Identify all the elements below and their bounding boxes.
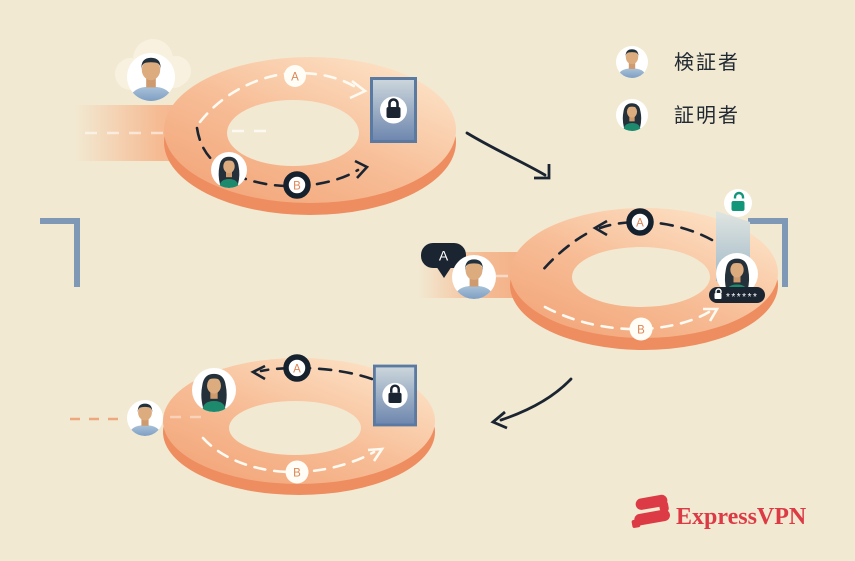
marker-a: A xyxy=(284,65,306,87)
flow-arrow-1 xyxy=(465,131,551,180)
prover-avatar xyxy=(192,368,236,412)
diagram-step1: A B xyxy=(75,39,456,215)
verifier-avatar xyxy=(616,46,648,78)
legend: 検証者 証明者 xyxy=(616,46,740,131)
legend-item-verifier: 検証者 xyxy=(616,46,740,78)
unlocked-icon xyxy=(731,191,745,211)
expressvpn-logo-icon xyxy=(631,494,670,528)
verifier-avatar xyxy=(127,53,175,101)
path-a-dashed xyxy=(198,71,368,124)
legend-label-prover: 証明者 xyxy=(674,104,740,127)
diagram-step2: B A A xyxy=(40,189,788,350)
legend-label-verifier: 検証者 xyxy=(674,51,740,74)
marker-b: B xyxy=(285,460,309,484)
expressvpn-logo-text: ExpressVPN xyxy=(676,504,807,530)
password-lock-icon xyxy=(714,288,722,299)
arrowhead-icon xyxy=(354,159,370,179)
path-b-dashed xyxy=(195,126,370,188)
marker-b: B xyxy=(283,171,311,199)
diagram-step3: B A xyxy=(70,354,435,495)
arrowhead-icon xyxy=(490,410,508,430)
prover-avatar xyxy=(616,99,648,131)
marker-b-letter: B xyxy=(293,468,301,480)
marker-a: A xyxy=(626,208,654,236)
locked-door-icon xyxy=(373,364,417,427)
speech-bubble-letter: A xyxy=(439,248,449,264)
flow-arrow-2 xyxy=(490,377,573,430)
marker-a: A xyxy=(283,354,311,382)
verifier-avatar xyxy=(452,255,496,299)
verifier-avatar xyxy=(127,400,163,436)
expressvpn-logo: ExpressVPN xyxy=(631,494,807,530)
arrowhead-icon xyxy=(367,447,385,462)
marker-b: B xyxy=(629,317,653,341)
marker-a-letter: A xyxy=(291,72,299,84)
prover-avatar xyxy=(211,152,247,188)
locked-door-icon xyxy=(370,77,417,143)
legend-item-prover: 証明者 xyxy=(616,99,740,131)
arrowhead-icon xyxy=(703,307,720,322)
marker-b-letter: B xyxy=(293,181,301,193)
marker-b-letter: B xyxy=(637,325,645,337)
arrowhead-icon xyxy=(592,219,608,237)
arrowhead-icon xyxy=(349,79,368,100)
marker-a-letter: A xyxy=(636,218,644,230)
password-mask: ****** xyxy=(726,292,758,303)
arrowhead-icon xyxy=(250,364,266,381)
marker-a-letter: A xyxy=(293,364,301,376)
arrowhead-icon xyxy=(534,164,551,180)
password-badge: ****** xyxy=(709,287,765,303)
speech-bubble-a: A xyxy=(421,243,466,278)
